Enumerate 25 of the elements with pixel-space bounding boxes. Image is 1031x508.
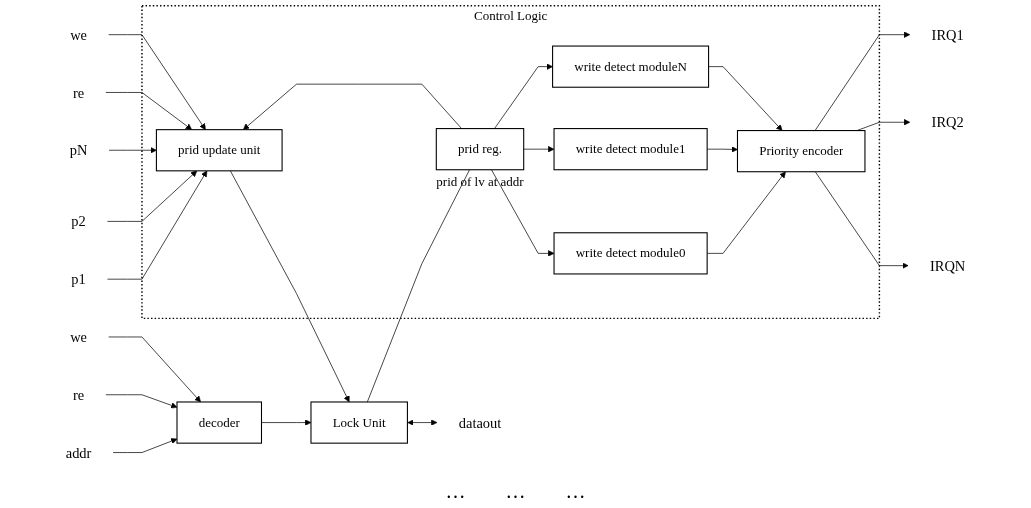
node-text: p2 (71, 213, 86, 230)
node-text: dataout (458, 414, 502, 431)
node-text: IRQ1 (931, 26, 964, 43)
caption-text: prid of lv at addr (436, 173, 524, 189)
node-box: decoder (176, 401, 263, 444)
node-text: re (72, 84, 85, 101)
connector (366, 169, 470, 403)
node-text: IRQ2 (931, 114, 964, 131)
node-text: pN (69, 142, 88, 159)
ellipsis-text: … (445, 480, 466, 504)
node-text: addr (65, 444, 92, 461)
node-text: p1 (71, 271, 86, 288)
node-box: prid reg. (435, 128, 525, 171)
node-box: write detect moduleN (552, 45, 710, 88)
node-text: IRQN (929, 257, 966, 274)
node-box: write detect module1 (553, 128, 708, 171)
ellipsis-text: … (565, 480, 586, 504)
node-box: prid update unit (155, 129, 283, 172)
node-text: re (72, 386, 85, 403)
ellipsis-text: … (505, 480, 526, 504)
node-box: Priority encoder (736, 130, 866, 173)
node-box: Lock Unit (310, 401, 408, 444)
node-box: write detect module0 (553, 232, 708, 275)
node-text: we (70, 26, 87, 43)
node-text: we (70, 329, 87, 345)
